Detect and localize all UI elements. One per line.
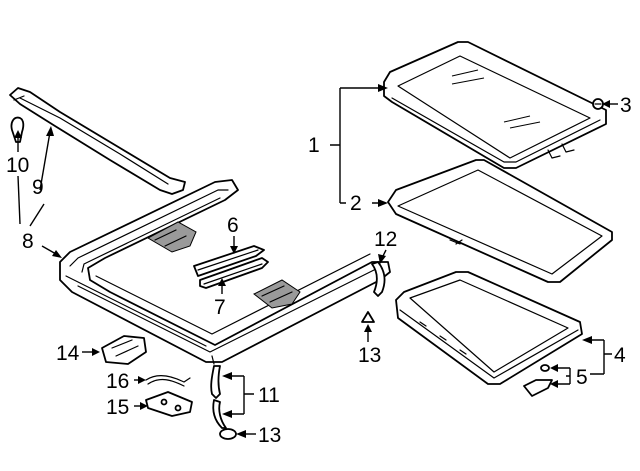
callout-15: 15: [106, 396, 129, 419]
part-16-cable: [145, 374, 191, 387]
callout-11: 11: [258, 384, 280, 407]
callout-7: 7: [214, 296, 226, 319]
callout-5: 5: [576, 366, 588, 389]
part-13-grommet-upper: [361, 311, 375, 323]
callout-1: 1: [308, 134, 320, 157]
part-5-handle: [523, 364, 553, 397]
part-9-deflector: [9, 87, 186, 195]
part-12-drain-hose: [371, 261, 386, 297]
part-14-motor: [101, 335, 147, 365]
part-2-seal: [387, 159, 613, 283]
callout-2: 2: [350, 192, 362, 215]
callout-10: 10: [6, 154, 29, 177]
part-8-frame: [59, 179, 391, 365]
part-4-sunshade: [395, 271, 583, 385]
callout-16: 16: [106, 370, 129, 393]
part-15-bracket: [145, 391, 193, 417]
part-3-bolt: [592, 98, 604, 110]
callout-3: 3: [620, 94, 632, 117]
callout-4: 4: [614, 344, 626, 367]
parts-6-7-guide-rails: [193, 245, 269, 289]
callout-6: 6: [227, 214, 239, 237]
callout-9: 9: [32, 176, 44, 199]
callout-13-lower: 13: [258, 424, 281, 447]
leader-lines: [14, 84, 618, 438]
part-11-drain-tubes: [210, 365, 227, 429]
part-1-glass-panel: [383, 41, 607, 169]
callout-13-upper: 13: [358, 344, 381, 367]
callout-12: 12: [374, 228, 397, 251]
callout-labels: 1 2 3 4 5 6 7 8 9 10 11 12 13 13 14 15 1…: [6, 94, 632, 447]
callout-14: 14: [56, 342, 80, 365]
callout-8: 8: [22, 230, 34, 253]
part-13-grommet-lower: [219, 428, 237, 440]
